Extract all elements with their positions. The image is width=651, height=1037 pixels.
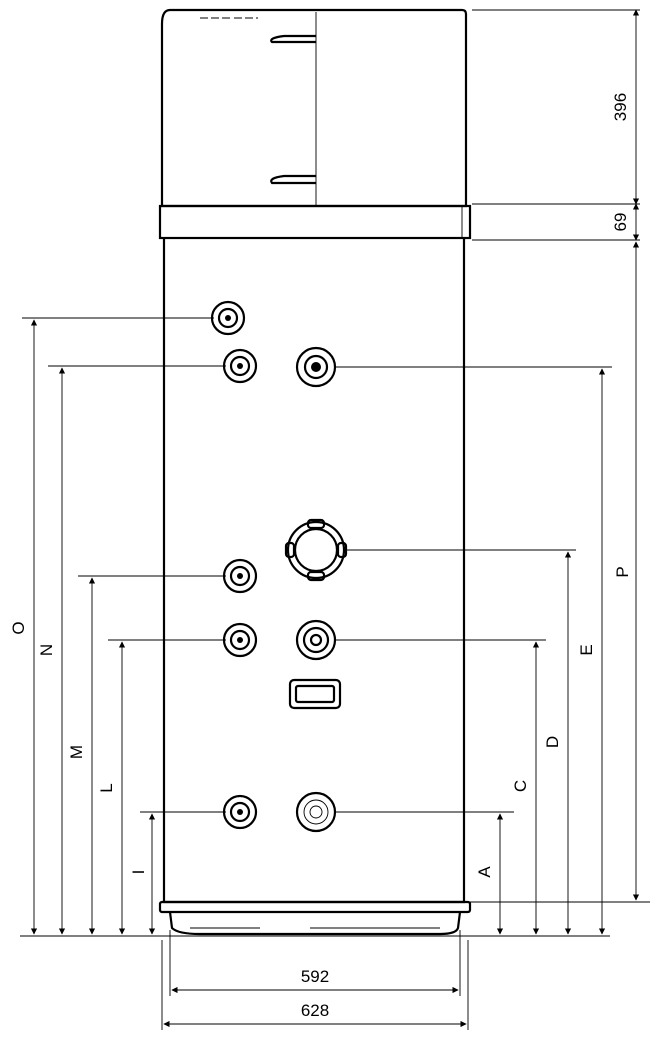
fitting-P [295,346,337,388]
head-band [158,204,472,240]
fitting-D [295,619,337,661]
fitting-C [295,791,337,833]
head-hook-bottom [270,174,316,185]
dim-C-label: C [511,780,530,792]
tank-feet [168,911,462,936]
dim-A-label: A [475,866,494,878]
dim-P-label: P [613,566,632,577]
dim-592-label: 592 [301,967,329,986]
tank-base-plate [158,900,472,914]
display-panel [288,678,342,710]
right-dimensions: A C D E P [335,241,650,935]
bottom-dimensions: 592 628 [161,930,469,1030]
left-dimensions: O N M L I [9,317,226,935]
dim-E-label: E [577,644,596,655]
dim-I-label: I [129,870,148,875]
fitting-L [222,622,258,658]
dim-69-label: 69 [611,213,630,232]
fitting-I [222,794,258,830]
dim-M-label: M [67,745,86,759]
head-hook-top [270,34,316,44]
fitting-O [210,300,246,336]
dim-628-label: 628 [301,1001,329,1020]
dim-N-label: N [37,644,56,656]
dim-D-label: D [543,736,562,748]
fitting-E-flange [284,518,348,582]
connections [210,300,348,833]
dim-L-label: L [97,783,116,792]
tank-outline [158,8,472,936]
dim-O-label: O [9,621,28,634]
dim-396-label: 396 [611,93,630,121]
fitting-M [222,558,258,594]
fitting-N [222,348,258,384]
top-dimensions: 396 69 [472,9,640,241]
